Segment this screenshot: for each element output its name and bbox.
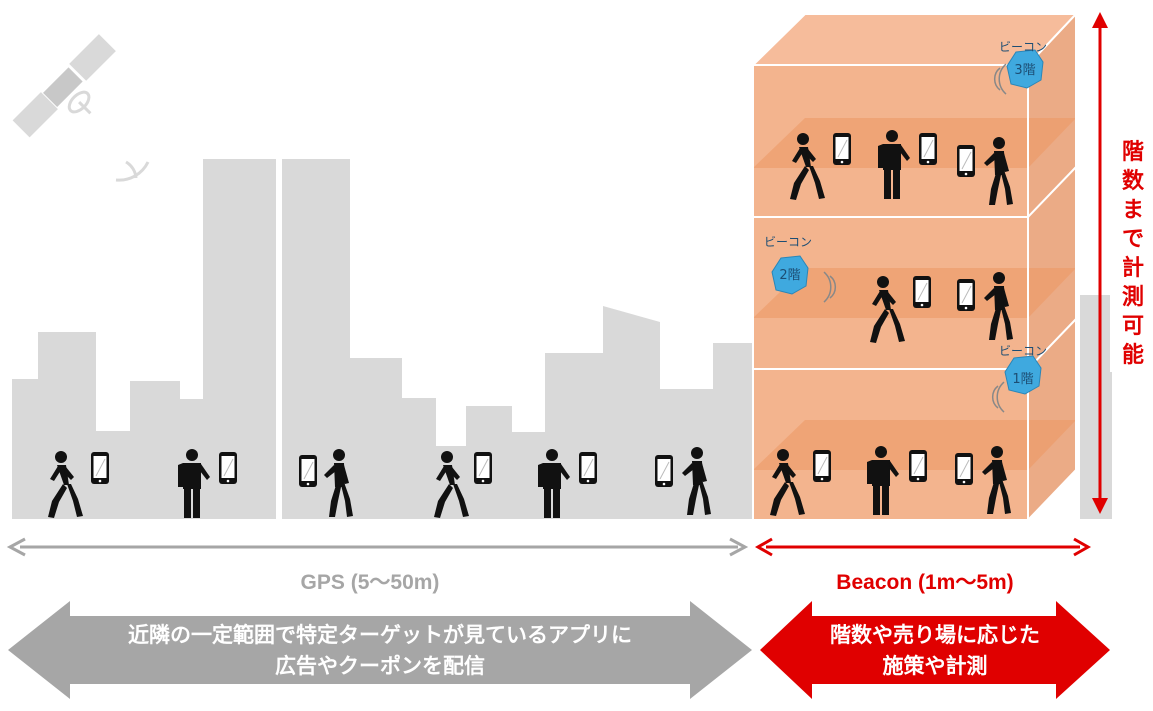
gps-description-arrow: [8, 601, 752, 699]
beacon-tag-label: ビーコン: [763, 235, 812, 249]
vertical-char: 可: [1121, 314, 1144, 339]
gps-range-label: GPS (5〜50m): [300, 571, 440, 594]
smartphone-icon: [912, 275, 932, 309]
city-skyline: [12, 159, 1112, 519]
smartphone-icon: [473, 451, 493, 485]
beacon-range-arrow: [754, 537, 1092, 557]
gps-description-line1: 近隣の一定範囲で特定ターゲットが見ているアプリに: [128, 623, 632, 647]
vertical-range-arrow: [1092, 12, 1108, 514]
beacon-range-label: Beacon (1m〜5m): [836, 571, 1014, 594]
beacon-description: 階数や売り場に応じた 施策や計測: [800, 620, 1070, 682]
smartphone-icon: [578, 451, 598, 485]
smartphone-icon: [298, 454, 318, 488]
vertical-char: 数: [1121, 169, 1144, 194]
gps-range-arrow: [6, 537, 749, 557]
gps-description: 近隣の一定範囲で特定ターゲットが見ているアプリに 広告やクーポンを配信: [60, 620, 700, 682]
beacon-1f-tag: ビーコン: [990, 344, 1056, 358]
beacon-1f-floor: 1階: [1012, 372, 1034, 387]
smartphone-icon: [654, 454, 674, 488]
signal-waves-icon: [115, 160, 150, 182]
beacon-3f-floor: 3階: [1014, 63, 1036, 78]
beacon-3f-tag: ビーコン: [990, 40, 1056, 54]
beacon-2f-tag: ビーコン: [755, 235, 821, 249]
smartphone-icon: [956, 144, 976, 178]
vertical-char: 計: [1121, 256, 1144, 281]
beacon-tag-label: ビーコン: [998, 344, 1047, 358]
smartphone-icon: [908, 449, 928, 483]
vertical-char: で: [1121, 227, 1144, 252]
vertical-measurement-label: 階 数 ま で 計 測 可 能: [1118, 138, 1148, 370]
beacon-description-line1: 階数や売り場に応じた: [830, 623, 1040, 647]
smartphone-icon: [812, 449, 832, 483]
beacon-2f-floor: 2階: [779, 268, 801, 283]
smartphone-icon: [918, 132, 938, 166]
smartphone-icon: [218, 451, 238, 485]
vertical-char: ま: [1121, 198, 1144, 223]
beacon-description-line2: 施策や計測: [882, 654, 988, 678]
smartphone-icon: [954, 452, 974, 486]
vertical-char: 能: [1121, 343, 1144, 368]
vertical-char: 測: [1121, 285, 1144, 310]
smartphone-icon: [90, 451, 110, 485]
beacon-description-arrow: [760, 601, 1110, 699]
beacon-tag-label: ビーコン: [998, 40, 1047, 54]
smartphone-icon: [956, 278, 976, 312]
satellite-icon: [12, 34, 116, 138]
smartphone-icon: [832, 132, 852, 166]
vertical-char: 階: [1121, 140, 1144, 165]
gps-description-line2: 広告やクーポンを配信: [275, 654, 485, 678]
